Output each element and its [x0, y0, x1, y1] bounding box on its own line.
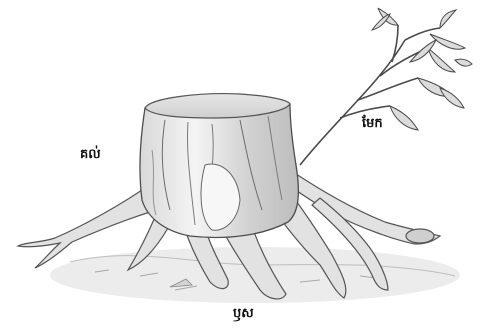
trunk-body: [140, 94, 299, 238]
branch-label: មែក: [362, 115, 383, 134]
branch: [300, 25, 440, 165]
trunk-label: គល់: [80, 146, 101, 165]
leaves: [372, 8, 472, 130]
root-label: ឫស: [233, 305, 254, 324]
